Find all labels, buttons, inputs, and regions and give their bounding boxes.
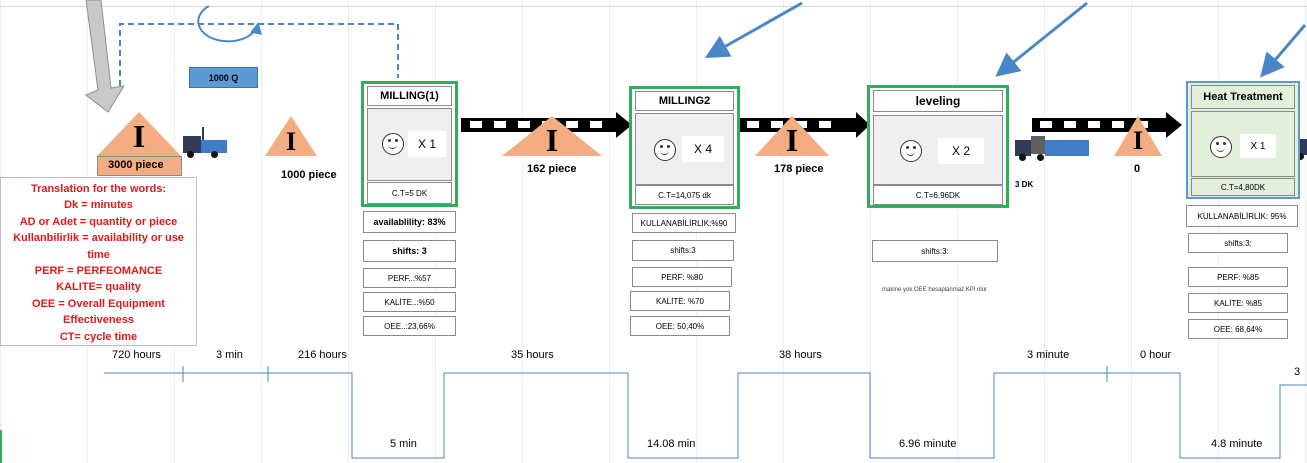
legend-line: OEE = Overall Equipment	[32, 297, 165, 310]
operator-smiley-icon	[900, 140, 922, 162]
process-body: X 2	[873, 115, 1003, 185]
diag-arrow-2	[995, 1, 1088, 77]
process-title: Heat Treatment	[1191, 85, 1295, 109]
process-title: leveling	[873, 90, 1003, 112]
timeline-bottom-label: 6.96 minute	[899, 438, 957, 450]
translation-legend: Translation for the words: Dk = minutes …	[0, 177, 197, 346]
timeline-bottom-label: 5 min	[390, 438, 417, 450]
kpi-performance: PERF: %80	[632, 267, 732, 287]
inventory-triangle-5	[1114, 116, 1162, 156]
kpi-oee: OEE..:23,66%	[363, 316, 456, 336]
kpi-availability: KULLANABİLİRLİK:%90	[632, 213, 736, 233]
inventory-label-5: 0	[1134, 163, 1141, 175]
legend-line: Kullanbilirlik = availability or use	[13, 232, 184, 245]
process-box-milling2: MILLING2 X 4 C.T=14,075 dk	[629, 86, 740, 209]
cycle-time: C.T=4,80DK	[1191, 178, 1295, 196]
inventory-glyph-2: I	[285, 127, 297, 156]
kpi-shifts: shifts:3:	[1188, 233, 1288, 253]
inventory-glyph-3: I	[545, 122, 559, 158]
operator-count: X 2	[938, 138, 984, 164]
inventory-label-4: 178 piece	[774, 163, 824, 175]
inventory-label-2: 1000 piece	[281, 169, 337, 181]
process-box-heat-treatment: Heat Treatment X 1 C.T=4,80DK	[1186, 81, 1300, 199]
inventory-triangle-1	[97, 112, 181, 156]
truck-time-label: 3 DK	[1015, 180, 1034, 189]
process-body: X 1	[367, 108, 452, 181]
legend-line: time	[87, 248, 110, 261]
inventory-glyph-5: I	[1132, 126, 1144, 155]
timeline-bottom-label: 14.08 min	[647, 438, 696, 450]
legend-line: KALITE= quality	[56, 281, 141, 294]
inventory-glyph-1: I	[132, 118, 146, 154]
inventory-triangle-2	[265, 116, 317, 156]
timeline-top-label: 3	[1294, 366, 1301, 378]
process-box-leveling: leveling X 2 C.T=6,96DK	[867, 85, 1009, 208]
inventory-label-1: 3000 piece	[108, 159, 164, 171]
kpi-oee: OEE: 68,64%	[1188, 319, 1288, 339]
timeline-top-label: 3 minute	[1027, 349, 1070, 361]
timeline-top-label: 720 hours	[112, 349, 161, 361]
kpi-quality: KALİTE: %70	[630, 291, 730, 311]
operator-smiley-icon	[382, 133, 404, 155]
kpi-performance: PERF..:%57	[363, 268, 456, 288]
cycle-time: C.T=14,075 dk	[635, 185, 734, 205]
operator-count: X 4	[682, 136, 724, 162]
process-body: X 1	[1191, 111, 1295, 177]
legend-line: Dk = minutes	[64, 199, 133, 212]
order-quantity-box: 1000 Q	[189, 67, 258, 88]
cycle-time: C.T=6,96DK	[873, 185, 1003, 205]
operator-smiley-icon	[654, 139, 676, 161]
inventory-label-3: 162 piece	[527, 163, 577, 175]
kpi-oee: OEE: 50,40%	[630, 316, 730, 336]
legend-line: CT= cycle time	[59, 330, 138, 343]
process-box-milling1: MILLING(1) X 1 C.T=5 DK	[361, 81, 458, 207]
truck-icon-2	[1015, 134, 1089, 162]
inventory-label-box-1	[97, 156, 182, 176]
shipment-arrow	[85, 0, 125, 113]
timeline-top-label: 3 min	[216, 349, 243, 361]
cycle-time: C.T=5 DK	[367, 182, 452, 204]
kpi-shifts: shifts: 3	[363, 240, 456, 262]
timeline-top-label: 35 hours	[511, 349, 554, 361]
kpi-shifts: shifts:3	[632, 240, 734, 261]
timeline-ladder	[104, 372, 1307, 459]
leveling-note: makine yok OEE hesaplanmaz KPI olur	[882, 287, 988, 293]
legend-line: Effectiveness	[63, 314, 134, 327]
timeline-top-label: 0 hour	[1140, 349, 1172, 361]
process-title: MILLING2	[635, 91, 734, 111]
process-title: MILLING(1)	[367, 86, 452, 106]
diag-arrow-3	[1260, 24, 1307, 78]
kpi-performance: PERF: %85	[1188, 267, 1288, 287]
kpi-availability: KULLANABİLİRLİK: 95%	[1186, 205, 1298, 227]
timeline-top-label: 38 hours	[779, 349, 822, 361]
kpi-quality: KALİTE: %85	[1188, 293, 1288, 313]
operator-count: X 1	[1240, 134, 1276, 158]
kpi-quality: KALİTE..:%50	[363, 292, 456, 312]
process-body: X 4	[635, 113, 734, 185]
inventory-glyph-4: I	[785, 122, 799, 158]
cycle-arrow	[197, 5, 262, 43]
legend-line: Translation for the words:	[30, 183, 167, 195]
diag-arrow-1	[704, 1, 803, 58]
inventory-triangle-3	[502, 116, 602, 156]
timeline-top-label: 216 hours	[298, 349, 347, 361]
info-flow-dashed	[119, 23, 399, 86]
timeline-bottom-label: 4.8 minute	[1211, 438, 1263, 450]
operator-smiley-icon	[1210, 136, 1232, 158]
legend-line: AD or Adet = quantity or piece	[19, 215, 178, 228]
kpi-shifts: shifts:3:	[872, 240, 998, 262]
sheet-row-line	[0, 6, 1307, 7]
legend-line: PERF = PERFEOMANCE	[34, 265, 163, 278]
kpi-availability: availablility: 83%	[363, 211, 456, 233]
inventory-triangle-4	[755, 116, 829, 156]
truck-icon-1	[183, 127, 227, 158]
operator-count: X 1	[408, 131, 446, 157]
